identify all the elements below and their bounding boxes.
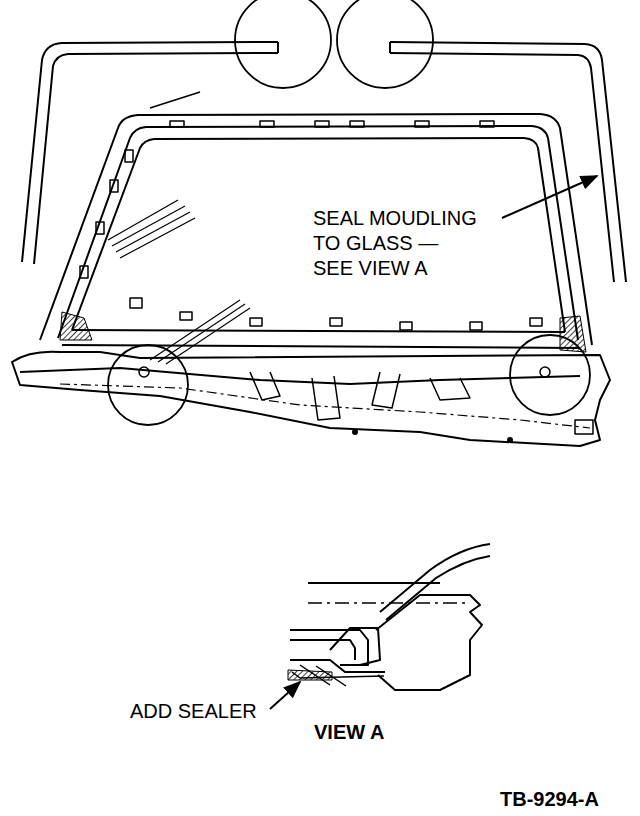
view-title: VIEW A — [312, 720, 386, 745]
drawing-number: TB-9294-A — [498, 787, 601, 812]
sealer-callout: ADD SEALER — [128, 699, 259, 724]
moulding-note: SEAL MOUDLING TO GLASS — SEE VIEW A — [311, 206, 483, 281]
